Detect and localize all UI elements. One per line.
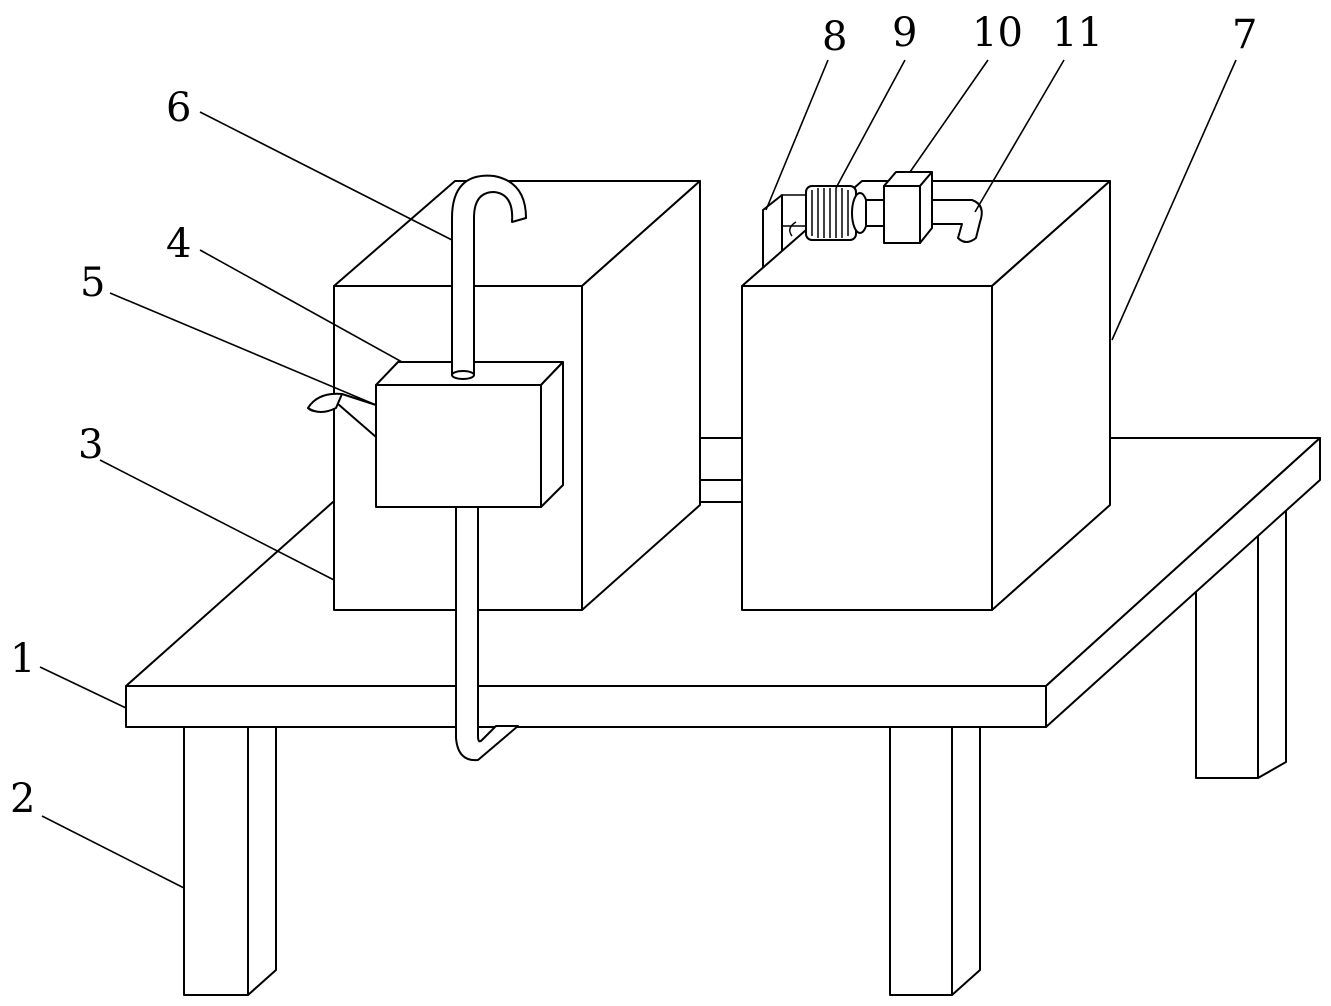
callout-7: 7 [1232,12,1257,58]
control-box [307,361,564,508]
callout-9: 9 [892,10,917,56]
table-front-leg-left [183,726,277,996]
table-front-leg-middle [889,726,981,996]
callout-3: 3 [78,422,103,468]
callout-6: 6 [166,85,191,131]
callout-10: 10 [972,10,1023,56]
callout-1: 1 [10,636,35,682]
hook-pipe [451,174,527,762]
callout-11: 11 [1052,10,1103,56]
callout-2: 2 [10,776,35,822]
callout-8: 8 [822,14,847,60]
motor-assembly [782,171,983,244]
callout-4: 4 [166,221,191,267]
callout-5: 5 [80,260,105,306]
callout-labels: 1 2 3 4 5 6 7 8 9 10 11 [10,10,1257,822]
leader-lines [39,59,1237,889]
right-box [741,180,1111,611]
